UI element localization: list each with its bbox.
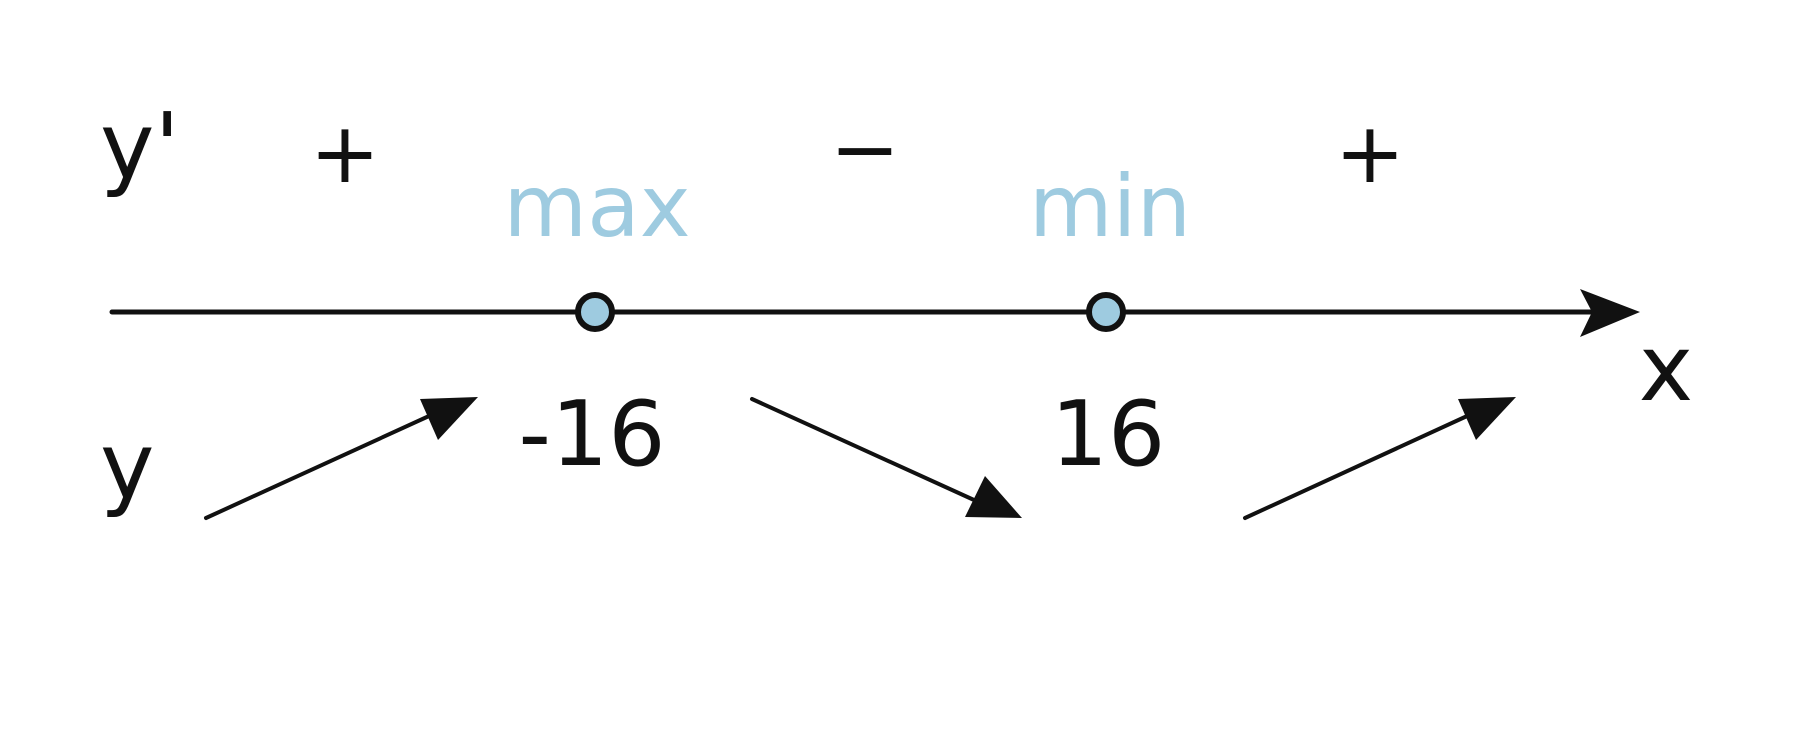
increasing-arrow-2 [1243, 397, 1516, 520]
derivative-row-label: y' [100, 93, 180, 200]
critical-point-marker-min [1086, 292, 1126, 332]
critical-value-1: -16 [519, 382, 666, 487]
sign-interval-1: + [310, 104, 380, 202]
critical-point-marker-max [575, 292, 615, 332]
sign-interval-2: − [830, 100, 900, 198]
critical-value-2: 16 [1051, 382, 1166, 487]
axis-variable-label: x [1639, 315, 1693, 422]
sign-interval-3: + [1335, 104, 1405, 202]
max-label: max [503, 157, 690, 257]
number-line-arrowhead [1580, 289, 1640, 337]
increasing-arrow-1 [204, 397, 478, 520]
function-row-label: y [100, 413, 154, 520]
decreasing-arrow [750, 397, 1022, 518]
min-label: min [1029, 157, 1191, 257]
